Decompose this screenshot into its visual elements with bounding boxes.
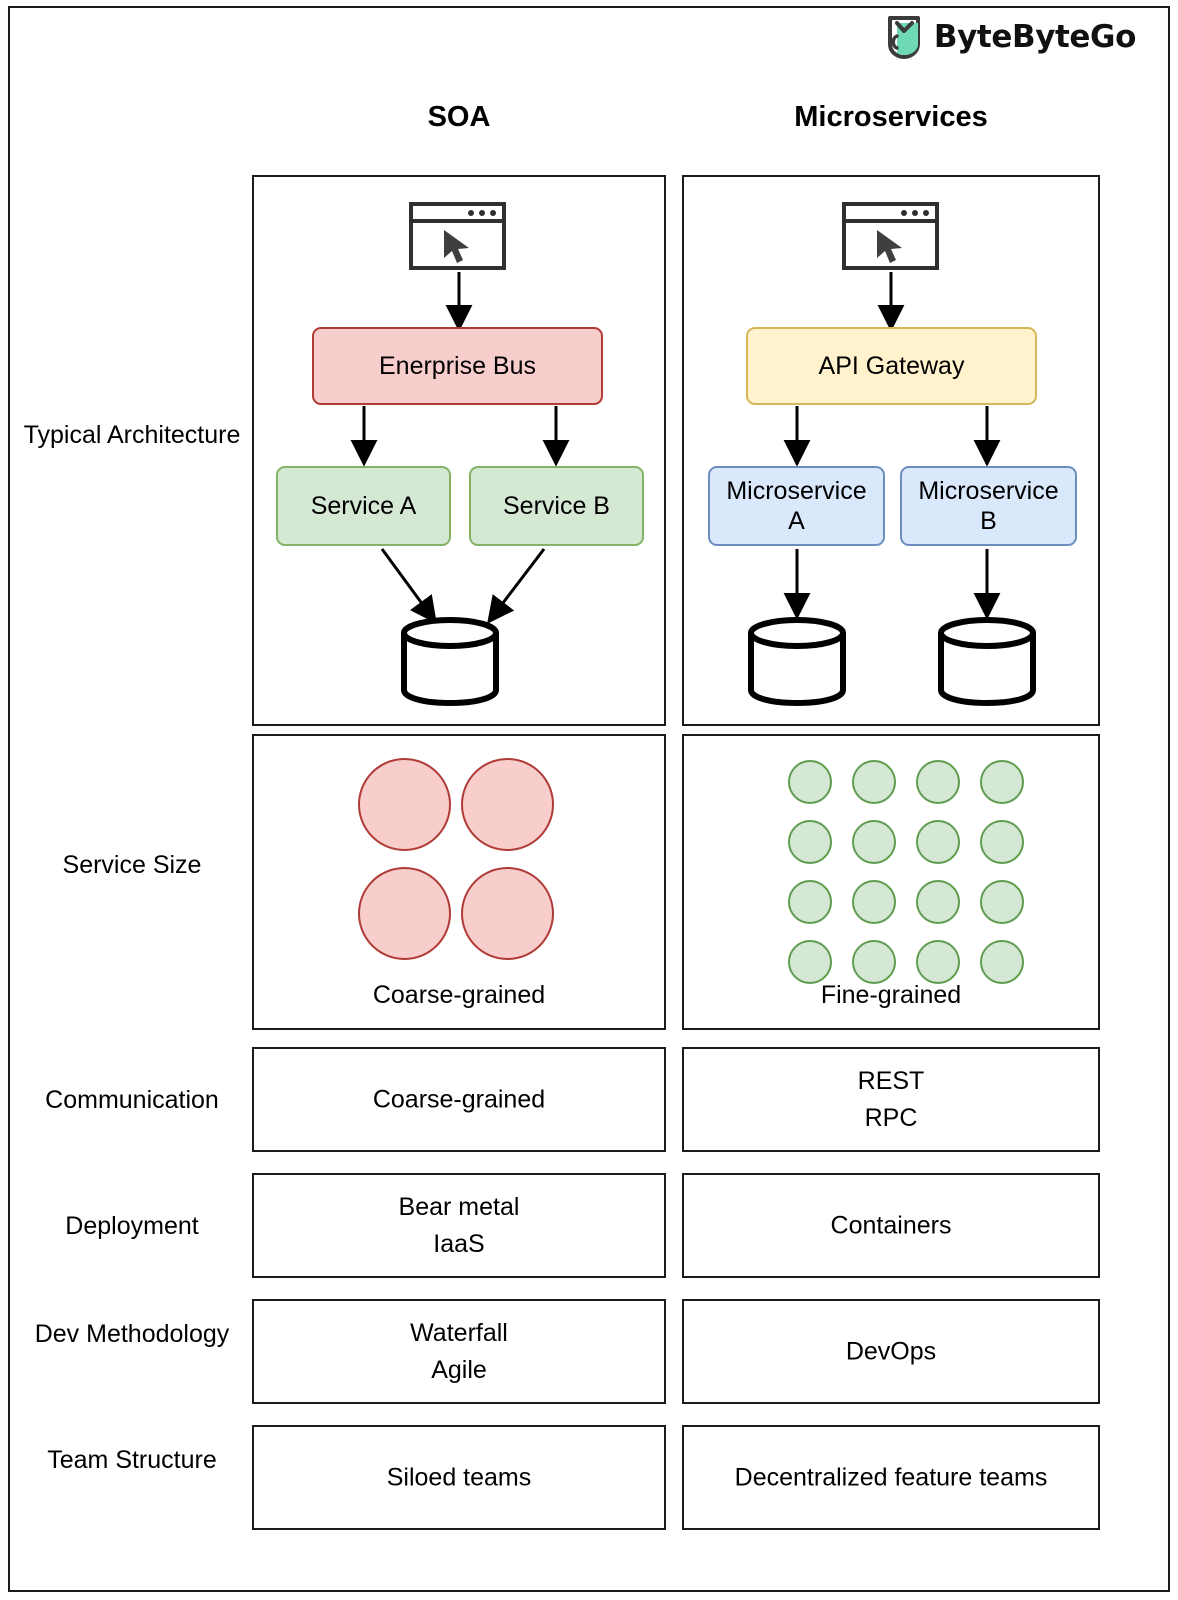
cell-dev-methodology-soa: Waterfall Agile [252, 1299, 666, 1404]
service-circle [916, 880, 960, 924]
cell-communication-soa: Coarse-grained [252, 1047, 666, 1152]
cell-value: Siloed teams [386, 1463, 532, 1491]
api-gateway-node[interactable]: API Gateway [746, 327, 1037, 405]
browser-window-with-cursor-icon [409, 202, 506, 270]
brand-logo: ByteByteGo [884, 14, 1136, 60]
row-label-dev-methodology: Dev Methodology [34, 1320, 230, 1348]
service-circle [852, 880, 896, 924]
service-circle [788, 880, 832, 924]
database-cylinder-icon [401, 617, 499, 706]
database-cylinder-icon [938, 617, 1036, 706]
database-cylinder-icon [748, 617, 846, 706]
service-circle [916, 820, 960, 864]
service-circle [980, 820, 1024, 864]
cell-dev-methodology-microservices: DevOps [682, 1299, 1100, 1404]
browser-dot-2 [912, 209, 918, 216]
row-label-typical-architecture: Typical Architecture [23, 421, 241, 449]
service-circle [980, 940, 1024, 984]
service-circle [788, 820, 832, 864]
service-b-node[interactable]: Service B [469, 466, 644, 546]
cell-value: Coarse-grained [372, 1085, 546, 1113]
microservice-b-node[interactable]: Microservice B [900, 466, 1077, 546]
service-circle [358, 867, 451, 960]
fine-grained-circle-grid [788, 760, 1024, 984]
cell-value: REST RPC [857, 1066, 925, 1132]
service-circle [461, 758, 554, 851]
service-circle [788, 760, 832, 804]
row-label-deployment: Deployment [65, 1212, 199, 1240]
microservice-a-node[interactable]: Microservice A [708, 466, 885, 546]
cell-architecture-soa: Enerprise Bus Service A Service B [252, 175, 666, 726]
service-circle [788, 940, 832, 984]
row-label-communication: Communication [45, 1086, 219, 1114]
browser-title-bar [846, 206, 935, 223]
service-circle [852, 940, 896, 984]
service-size-caption-soa: Coarse-grained [372, 981, 546, 1009]
brand-name: ByteByteGo [933, 19, 1137, 55]
service-circle [852, 760, 896, 804]
bytebytego-leaf-icon [887, 16, 920, 59]
service-circle [980, 760, 1024, 804]
cell-value: Waterfall Agile [410, 1318, 508, 1384]
cell-service-size-microservices: Fine-grained [682, 734, 1100, 1030]
browser-dot-1 [901, 209, 907, 216]
cell-deployment-microservices: Containers [682, 1173, 1100, 1278]
service-circle [916, 940, 960, 984]
browser-dot-2 [479, 209, 485, 216]
browser-window-with-cursor-icon [842, 202, 939, 270]
service-circle [358, 758, 451, 851]
cell-value: Decentralized feature teams [734, 1463, 1048, 1491]
cell-value: Containers [830, 1211, 952, 1239]
cursor-arrow-icon [877, 230, 902, 263]
service-circle [916, 760, 960, 804]
row-label-team-structure: Team Structure [47, 1446, 217, 1474]
cell-team-structure-microservices: Decentralized feature teams [682, 1425, 1100, 1530]
cell-value: Bear metal IaaS [398, 1192, 520, 1258]
browser-title-bar [413, 206, 502, 223]
service-size-caption-microservices: Fine-grained [820, 981, 962, 1009]
cursor-arrow-icon [444, 230, 469, 263]
service-a-node[interactable]: Service A [276, 466, 451, 546]
cell-architecture-microservices: API Gateway Microservice A Microservice … [682, 175, 1100, 726]
coarse-grained-circle-grid [358, 758, 554, 960]
column-header-microservices: Microservices [794, 101, 988, 133]
row-label-service-size: Service Size [62, 851, 202, 879]
cell-deployment-soa: Bear metal IaaS [252, 1173, 666, 1278]
browser-dot-3 [923, 209, 929, 216]
browser-dot-1 [468, 209, 474, 216]
service-circle [852, 820, 896, 864]
cell-value: DevOps [845, 1337, 937, 1365]
service-circle [980, 880, 1024, 924]
browser-dot-3 [490, 209, 496, 216]
column-header-soa: SOA [427, 101, 491, 133]
cell-service-size-soa: Coarse-grained [252, 734, 666, 1030]
enterprise-bus-node[interactable]: Enerprise Bus [312, 327, 603, 405]
cell-communication-microservices: REST RPC [682, 1047, 1100, 1152]
outer-frame [8, 6, 1170, 1592]
cell-team-structure-soa: Siloed teams [252, 1425, 666, 1530]
service-circle [461, 867, 554, 960]
